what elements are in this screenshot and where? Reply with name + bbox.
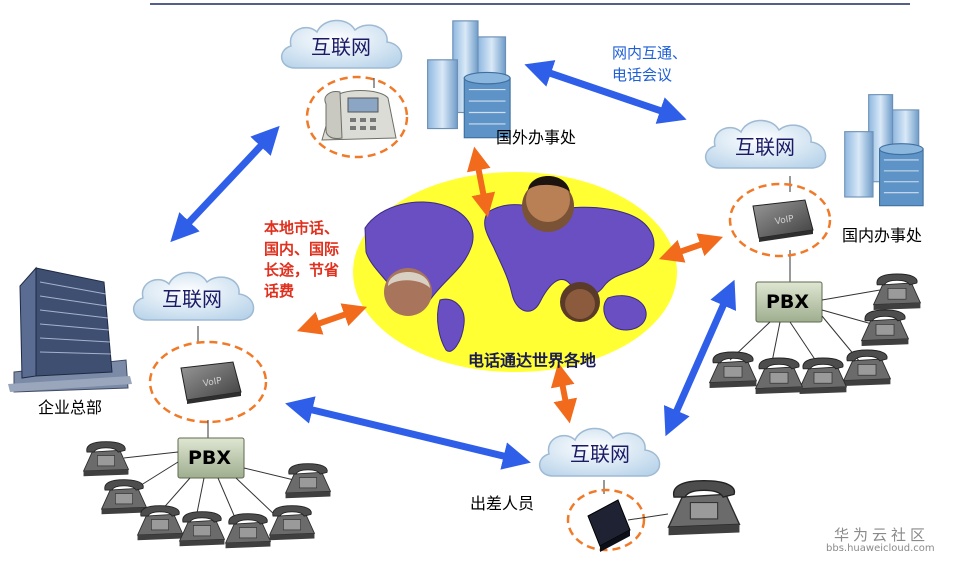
phone-icon xyxy=(101,479,147,515)
label-headquarters: 企业总部 xyxy=(38,398,103,417)
cloud-label-domestic: 互联网 xyxy=(735,135,795,159)
building-icon xyxy=(427,20,511,139)
ring-overseas xyxy=(305,75,409,159)
ring-domestic xyxy=(728,182,832,258)
orange-arrows xyxy=(296,146,724,424)
world-map xyxy=(353,172,677,372)
pbx-label-domestic: PBX xyxy=(766,291,810,313)
cloud-label-hq: 互联网 xyxy=(162,287,222,311)
arrow-globe-domestic xyxy=(658,233,724,263)
note-local-calls: 本地市话、 国内、国际 长途，节省 话费 xyxy=(264,218,374,302)
pbx-wires-domestic xyxy=(729,289,881,365)
phone-icon xyxy=(799,357,847,395)
blue-arrows xyxy=(170,60,737,470)
ring-hq xyxy=(148,340,268,424)
arrow-globe-traveler xyxy=(550,362,578,424)
phone-icon xyxy=(843,349,891,387)
phone-icon xyxy=(269,505,315,541)
building-icon xyxy=(844,94,924,207)
phone-icon xyxy=(225,513,271,549)
label-traveler: 出差人员 xyxy=(470,494,535,513)
arrow-globe-overseas xyxy=(466,146,496,218)
arrow-hq-traveler xyxy=(285,396,531,470)
arrow-overseas-domestic xyxy=(524,60,687,124)
adapter-wire xyxy=(627,513,669,521)
pbx-box-domestic xyxy=(755,281,823,323)
arrow-overseas-hq xyxy=(170,125,280,243)
note-worldwide: 电话通达世界各地 xyxy=(468,351,597,370)
note-intranet: 网内互通、 电话会议 xyxy=(612,42,722,86)
voip-gateway-icon xyxy=(180,361,242,404)
phone-icon xyxy=(709,351,757,389)
ip-adapter-icon xyxy=(587,499,631,552)
phone-icon xyxy=(861,309,909,347)
note-local-line-4: 话费 xyxy=(264,282,295,300)
phone-icon xyxy=(137,505,183,541)
desk-phone-icon xyxy=(321,90,397,141)
phone-icon xyxy=(83,441,129,477)
cloud-label-overseas: 互联网 xyxy=(311,35,371,59)
phone-icon xyxy=(667,480,741,536)
label-overseas-office: 国外办事处 xyxy=(496,128,577,147)
hq-building-icon xyxy=(8,266,132,393)
watermark-url: bbs.huaweicloud.com xyxy=(826,543,935,554)
note-local-line-2: 国内、国际 xyxy=(264,240,340,258)
note-intranet-line-2: 电话会议 xyxy=(612,66,673,84)
phone-icon xyxy=(755,357,803,395)
note-intranet-line-1: 网内互通、 xyxy=(612,44,688,62)
label-domestic-office: 国内办事处 xyxy=(842,226,923,245)
pbx-label-hq: PBX xyxy=(188,447,232,469)
note-local-line-1: 本地市话、 xyxy=(264,219,340,237)
cloud-label-traveler: 互联网 xyxy=(570,442,630,466)
phone-icon xyxy=(873,273,921,311)
arrow-domestic-traveler xyxy=(663,279,737,437)
phone-icon xyxy=(285,463,331,499)
phone-icon xyxy=(179,511,225,547)
ring-traveler xyxy=(566,488,646,552)
pbx-box-hq xyxy=(177,437,245,479)
watermark-title: 华为云社区 xyxy=(834,526,930,544)
note-local-line-3: 长途，节省 xyxy=(264,261,340,279)
voip-gateway-icon xyxy=(752,199,814,242)
arrow-globe-hq xyxy=(296,303,368,335)
